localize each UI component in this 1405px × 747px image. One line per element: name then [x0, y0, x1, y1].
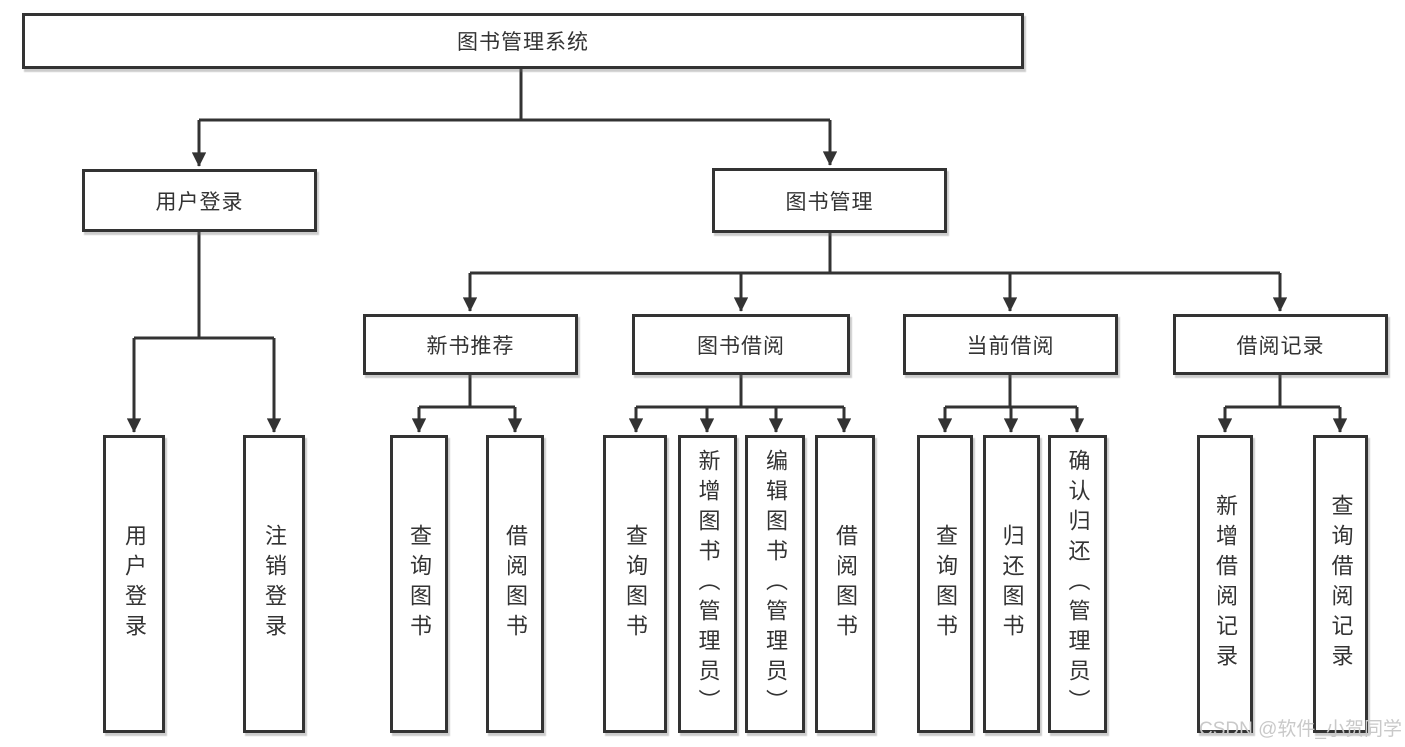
leaf-query-books-2-label: 查询图书 [623, 524, 648, 644]
leaf-edit-book-admin-label: 编辑图书（管理员） [763, 449, 788, 719]
fork-new-book-recommend [419, 375, 515, 409]
leaf-user-login-label: 用户登录 [122, 524, 147, 644]
node-book-management: 图书管理 [712, 168, 947, 233]
node-user-login-label: 用户登录 [155, 190, 244, 214]
node-book-borrow-label: 图书借阅 [697, 334, 785, 358]
leaf-borrow-books-2: 借阅图书 [815, 435, 875, 733]
node-root: 图书管理系统 [22, 13, 1024, 69]
node-new-book-recommend-label: 新书推荐 [426, 334, 515, 358]
leaf-logout-label: 注销登录 [262, 524, 287, 644]
node-book-borrow: 图书借阅 [632, 314, 850, 375]
fork-book-management [470, 233, 1280, 275]
leaf-edit-book-admin: 编辑图书（管理员） [745, 435, 805, 733]
fork-book-borrow [636, 375, 844, 409]
fork-user-login [134, 232, 274, 340]
fork-current-borrow [945, 375, 1077, 409]
node-current-borrow: 当前借阅 [903, 314, 1118, 375]
node-borrow-records: 借阅记录 [1173, 314, 1388, 375]
node-borrow-records-label: 借阅记录 [1236, 334, 1325, 358]
leaf-confirm-return-admin: 确认归还（管理员） [1048, 435, 1107, 733]
watermark: CSDN @软件_小贺同学 [1199, 719, 1402, 740]
node-current-borrow-label: 当前借阅 [966, 334, 1055, 358]
leaf-query-books-1: 查询图书 [390, 435, 448, 733]
leaf-confirm-return-admin-label: 确认归还（管理员） [1065, 449, 1091, 719]
leaf-borrow-books-1-label: 借阅图书 [503, 524, 528, 644]
leaf-query-books-1-label: 查询图书 [407, 524, 432, 644]
leaf-query-borrow-record-label: 查询借阅记录 [1328, 494, 1354, 674]
leaf-query-borrow-record: 查询借阅记录 [1313, 435, 1368, 733]
leaf-add-book-admin-label: 新增图书（管理员） [695, 449, 721, 719]
leaf-add-borrow-record: 新增借阅记录 [1197, 435, 1253, 733]
node-book-management-label: 图书管理 [785, 190, 874, 214]
fork-root [199, 69, 830, 122]
leaf-logout: 注销登录 [243, 435, 305, 733]
leaf-query-books-3: 查询图书 [917, 435, 973, 733]
node-new-book-recommend: 新书推荐 [363, 314, 578, 375]
leaf-borrow-books-2-label: 借阅图书 [833, 524, 858, 644]
leaf-return-book-label: 归还图书 [999, 524, 1025, 644]
leaf-return-book: 归还图书 [983, 435, 1040, 733]
node-root-label: 图书管理系统 [457, 31, 589, 54]
leaf-user-login: 用户登录 [103, 435, 165, 733]
fork-borrow-records [1225, 375, 1340, 409]
leaf-borrow-books-1: 借阅图书 [486, 435, 544, 733]
node-user-login: 用户登录 [82, 169, 317, 232]
leaf-add-borrow-record-label: 新增借阅记录 [1213, 494, 1238, 674]
leaf-query-books-3-label: 查询图书 [933, 524, 958, 644]
leaf-add-book-admin: 新增图书（管理员） [678, 435, 737, 733]
leaf-query-books-2: 查询图书 [603, 435, 667, 733]
